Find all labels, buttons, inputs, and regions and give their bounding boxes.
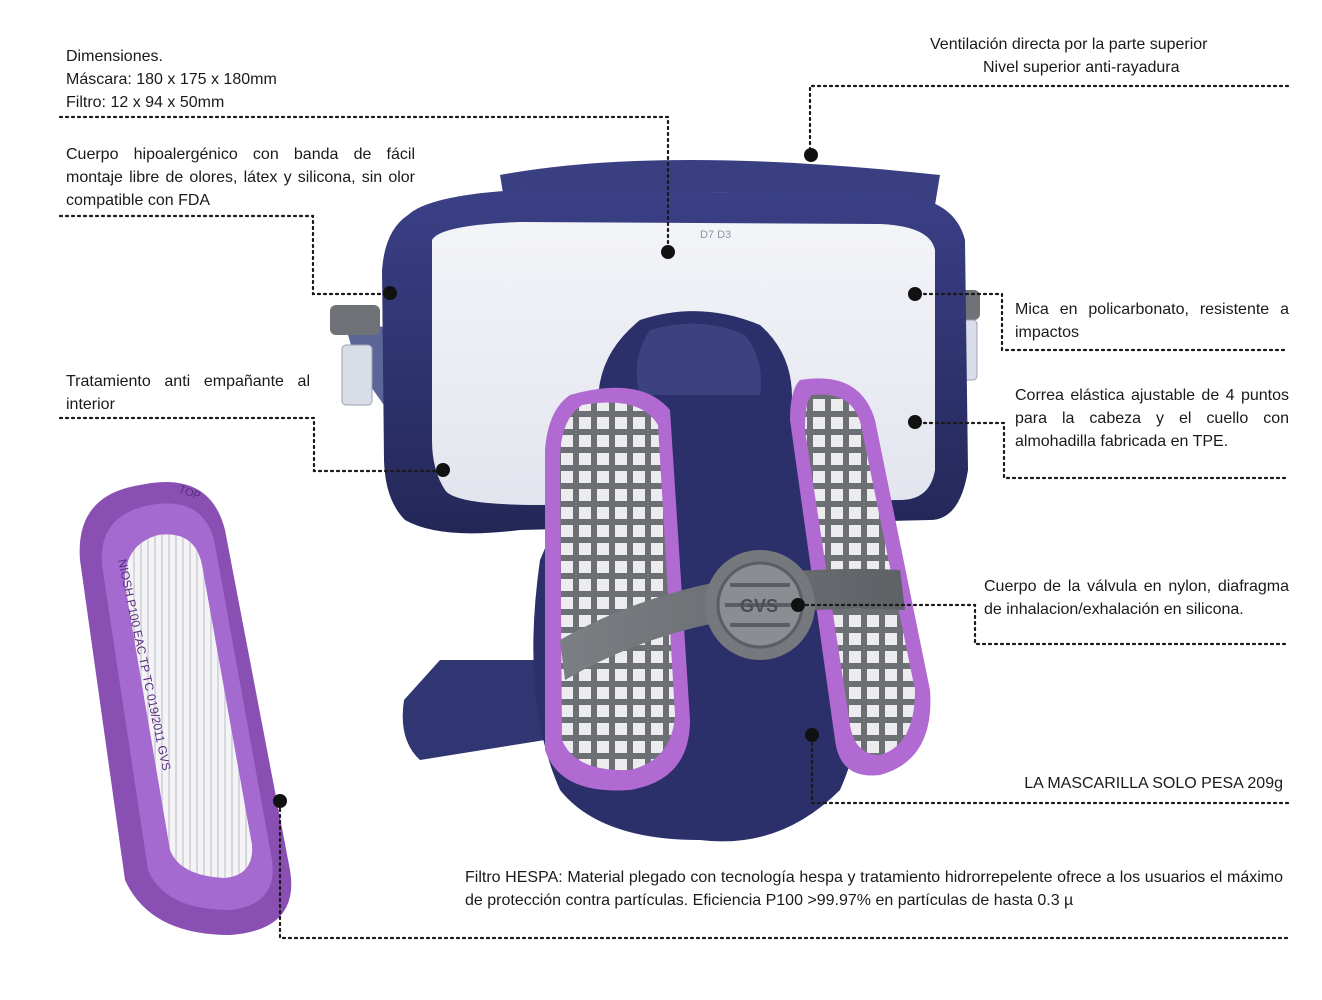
ventilation-line-2: Nivel superior anti-rayadura — [983, 59, 1180, 76]
callout-dot-ventilation — [804, 148, 818, 162]
hespa-filter-callout: Filtro HESPA: Material plegado con tecno… — [465, 869, 1283, 909]
callout-dot-antifog — [436, 463, 450, 477]
dimensions-filter: Filtro: 12 x 94 x 50mm — [66, 94, 225, 111]
callout-dot-filter — [273, 794, 287, 808]
body-callout: Cuerpo hipoalergénico con banda de fácil… — [66, 146, 415, 209]
valve-assembly: GVS — [560, 550, 905, 680]
weight-callout: LA MASCARILLA SOLO PESA 209g — [1024, 775, 1283, 792]
mask-logo: GVS — [740, 596, 778, 616]
left-cartridge — [545, 387, 690, 791]
lens-code: D7 D3 — [700, 229, 731, 241]
dimensions-mask: Máscara: 180 x 175 x 180mm — [66, 71, 277, 88]
dimensions-callout: Dimensiones. Máscara: 180 x 175 x 180mm … — [66, 45, 396, 114]
callout-dot-valve — [791, 598, 805, 612]
antifog-callout: Tratamiento anti empañante al interior — [66, 373, 310, 413]
valve-callout: Cuerpo de la válvula en nylon, diafragma… — [984, 578, 1289, 618]
strap-callout: Correa elástica ajustable de 4 puntos pa… — [1015, 387, 1289, 450]
spare-filter: NIOSH P100 EAC TP TC 019/2011 GVS TOP — [79, 482, 292, 935]
lens-callout: Mica en policarbonato, resistente a impa… — [1015, 301, 1289, 341]
ventilation-line-1: Ventilación directa por la parte superio… — [930, 36, 1208, 53]
callout-dot-lens — [908, 287, 922, 301]
callout-dot-lens-top — [661, 245, 675, 259]
dimensions-title: Dimensiones. — [66, 48, 163, 65]
callout-dot-strap — [908, 415, 922, 429]
callout-dot-weight — [805, 728, 819, 742]
callout-dot-body — [383, 286, 397, 300]
ventilation-callout: Ventilación directa por la parte superio… — [930, 33, 1287, 79]
neck-strap — [402, 660, 545, 760]
